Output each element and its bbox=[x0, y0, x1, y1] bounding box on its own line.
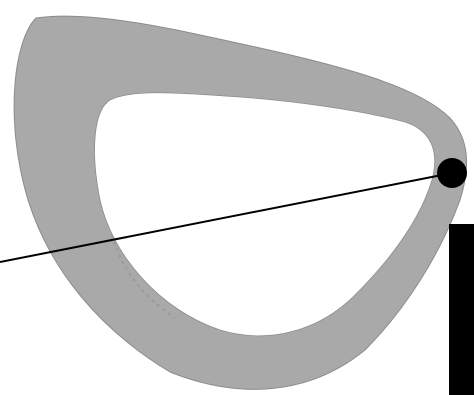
marker-dot bbox=[437, 158, 467, 188]
black-bar bbox=[449, 224, 474, 395]
